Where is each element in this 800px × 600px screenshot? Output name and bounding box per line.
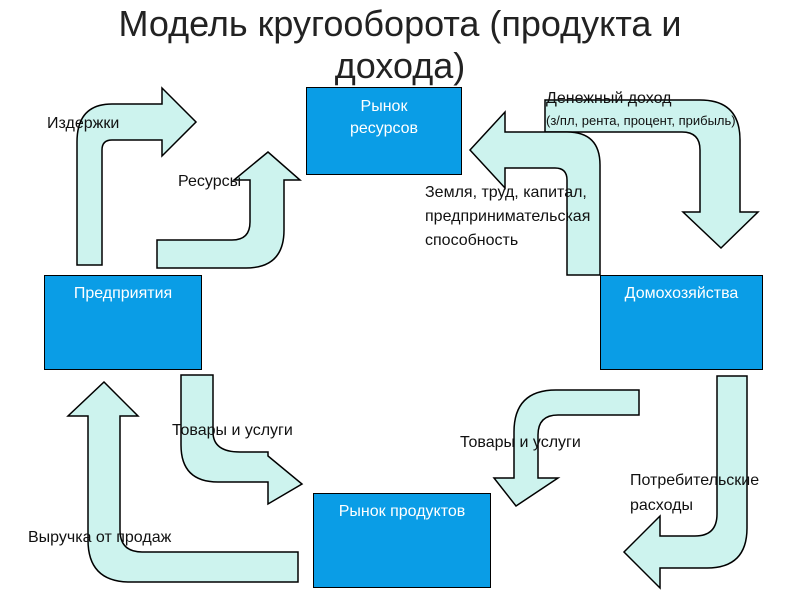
resources-arrow: [156, 151, 302, 269]
consumer-spending-label-line-1: Потребительские: [630, 472, 760, 489]
resource-market-box: Рынок ресурсов: [306, 87, 462, 175]
households-box: Домохозяйства: [600, 275, 763, 370]
households-label: Домохозяйства: [624, 285, 739, 302]
product-market-label: Рынок продуктов: [338, 503, 466, 520]
factors-label-line-2: предпринимательская: [425, 208, 591, 225]
sales-revenue-label: Выручка от продаж: [28, 529, 172, 546]
money-income-label: Денежный доход: [546, 90, 672, 107]
costs-label: Издержки: [47, 115, 120, 132]
factors-label-line-1: Земля, труд, капитал,: [425, 184, 587, 201]
firms-label: Предприятия: [73, 285, 173, 302]
diagram-title-line-2: дохода): [334, 45, 466, 86]
goods-right-arrow: [492, 389, 640, 508]
consumer-spending-label-line-2: расходы: [630, 497, 693, 514]
goods-right-label: Товары и услуги: [460, 434, 581, 451]
resources-label: Ресурсы: [178, 173, 242, 190]
factors-label-line-3: способность: [425, 232, 519, 249]
firms-box: Предприятия: [44, 275, 202, 370]
money-income-arrow: [544, 99, 760, 250]
resource-market-label-line-2: ресурсов: [349, 120, 419, 137]
goods-left-label: Товары и услуги: [172, 422, 293, 439]
product-market-box: Рынок продуктов: [313, 493, 491, 588]
factors-arrow: [468, 110, 601, 276]
money-income-detail-label: (з/пл, рента, процент, прибыль): [546, 113, 736, 128]
sales-revenue-arrow: [66, 380, 299, 583]
goods-left-arrow: [180, 374, 304, 506]
resource-market-label-line-1: Рынок: [360, 98, 408, 115]
costs-arrow: [76, 86, 198, 266]
diagram-title-line-1: Модель кругооборота (продукта и: [118, 3, 682, 44]
consumer-spending-arrow: [622, 375, 748, 590]
